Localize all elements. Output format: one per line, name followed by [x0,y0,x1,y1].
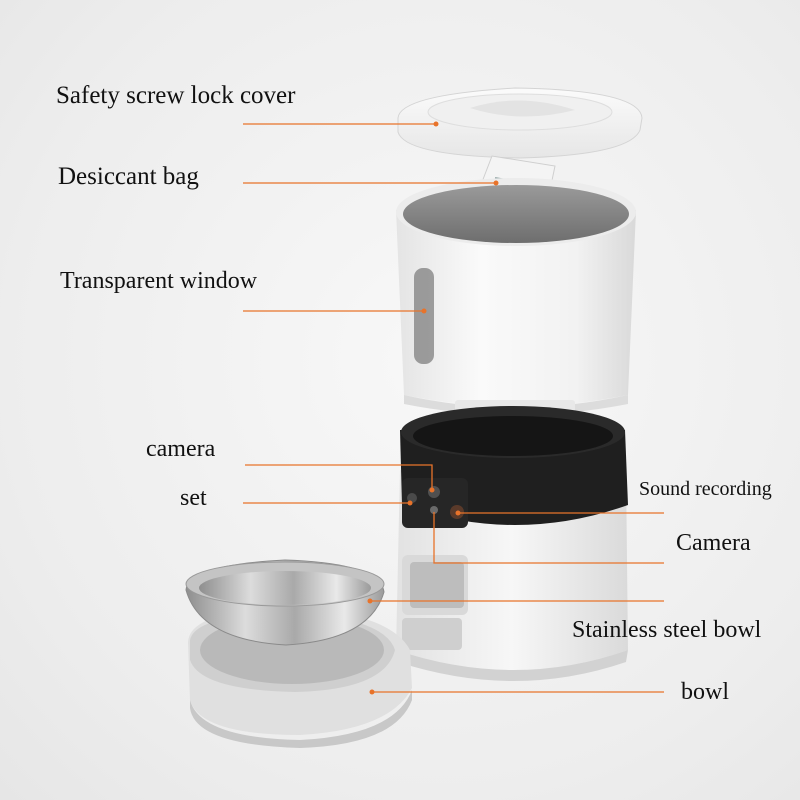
leader-lines [243,121,664,695]
label-stainless-steel-bowl: Stainless steel bowl [572,617,762,643]
stainless-steel-bowl [185,559,385,646]
microphone [407,493,417,503]
feeder-base [396,406,628,681]
label-set: set [180,485,207,511]
label-camera-right: Camera [676,530,751,556]
label-sound-recording: Sound recording [639,478,772,500]
label-bowl: bowl [681,679,729,705]
label-camera-top: camera [146,436,216,462]
label-transparent-window: Transparent window [60,268,258,294]
label-safety-cover: Safety screw lock cover [56,82,296,109]
leader-camera-right [433,512,664,564]
lid [397,87,643,159]
food-hopper [396,178,636,415]
leader-camera-top [245,464,433,488]
label-desiccant-bag: Desiccant bag [58,163,199,190]
set-button [430,506,438,514]
transparent-window [414,268,434,364]
camera-lens [428,486,440,498]
